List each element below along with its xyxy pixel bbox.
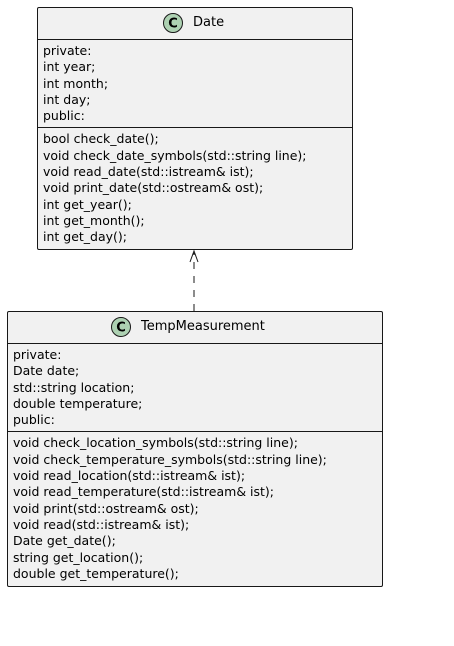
class-date-attributes: private: int year; int month; int day; p…: [38, 40, 352, 129]
method: double get_temperature();: [13, 565, 179, 581]
method: void check_location_symbols(std::string …: [13, 435, 298, 451]
method: int get_day();: [43, 229, 128, 245]
attribute: int year;: [43, 59, 96, 75]
dependency-arrowhead: [189, 249, 199, 263]
method: void read_location(std::istream& ist);: [13, 468, 246, 484]
class-name: Date: [193, 15, 225, 30]
attribute: double temperature;: [13, 395, 143, 411]
method: int get_year();: [43, 196, 132, 212]
attribute: public:: [43, 108, 85, 124]
attribute: Date date;: [13, 363, 80, 379]
class-date-header: C Date: [38, 8, 352, 40]
attribute: std::string location;: [13, 379, 135, 395]
class-temp-measurement-header: C TempMeasurement: [8, 312, 382, 344]
method: bool check_date();: [43, 131, 159, 147]
class-date[interactable]: C Date private: int year; int month; int…: [37, 7, 353, 250]
attribute: int month;: [43, 75, 109, 91]
class-stereotype-icon: C: [163, 13, 183, 33]
method: void print(std::ostream& ost);: [13, 500, 199, 516]
method: void read(std::istream& ist);: [13, 516, 190, 532]
class-temp-measurement-methods: void check_location_symbols(std::string …: [8, 432, 382, 585]
attribute: public:: [13, 412, 55, 428]
method: void check_temperature_symbols(std::stri…: [13, 451, 327, 467]
method: void check_date_symbols(std::string line…: [43, 147, 307, 163]
svg-text:C: C: [116, 321, 126, 336]
class-date-methods: bool check_date(); void check_date_symbo…: [38, 128, 352, 248]
method: void print_date(std::ostream& ost);: [43, 180, 264, 196]
class-stereotype-icon: C: [111, 317, 131, 337]
attribute: private:: [13, 347, 62, 362]
class-temp-measurement[interactable]: C TempMeasurement private: Date date; st…: [7, 311, 383, 587]
class-name: TempMeasurement: [141, 319, 265, 334]
method: string get_location();: [13, 549, 144, 565]
class-temp-measurement-attributes: private: Date date; std::string location…: [8, 344, 382, 433]
attribute: int day;: [43, 91, 91, 107]
method: void read_temperature(std::istream& ist)…: [13, 484, 275, 500]
method: int get_month();: [43, 212, 145, 228]
attribute: private:: [43, 43, 92, 58]
svg-text:C: C: [168, 17, 178, 32]
method: Date get_date();: [13, 533, 116, 549]
method: void read_date(std::istream& ist);: [43, 164, 254, 180]
